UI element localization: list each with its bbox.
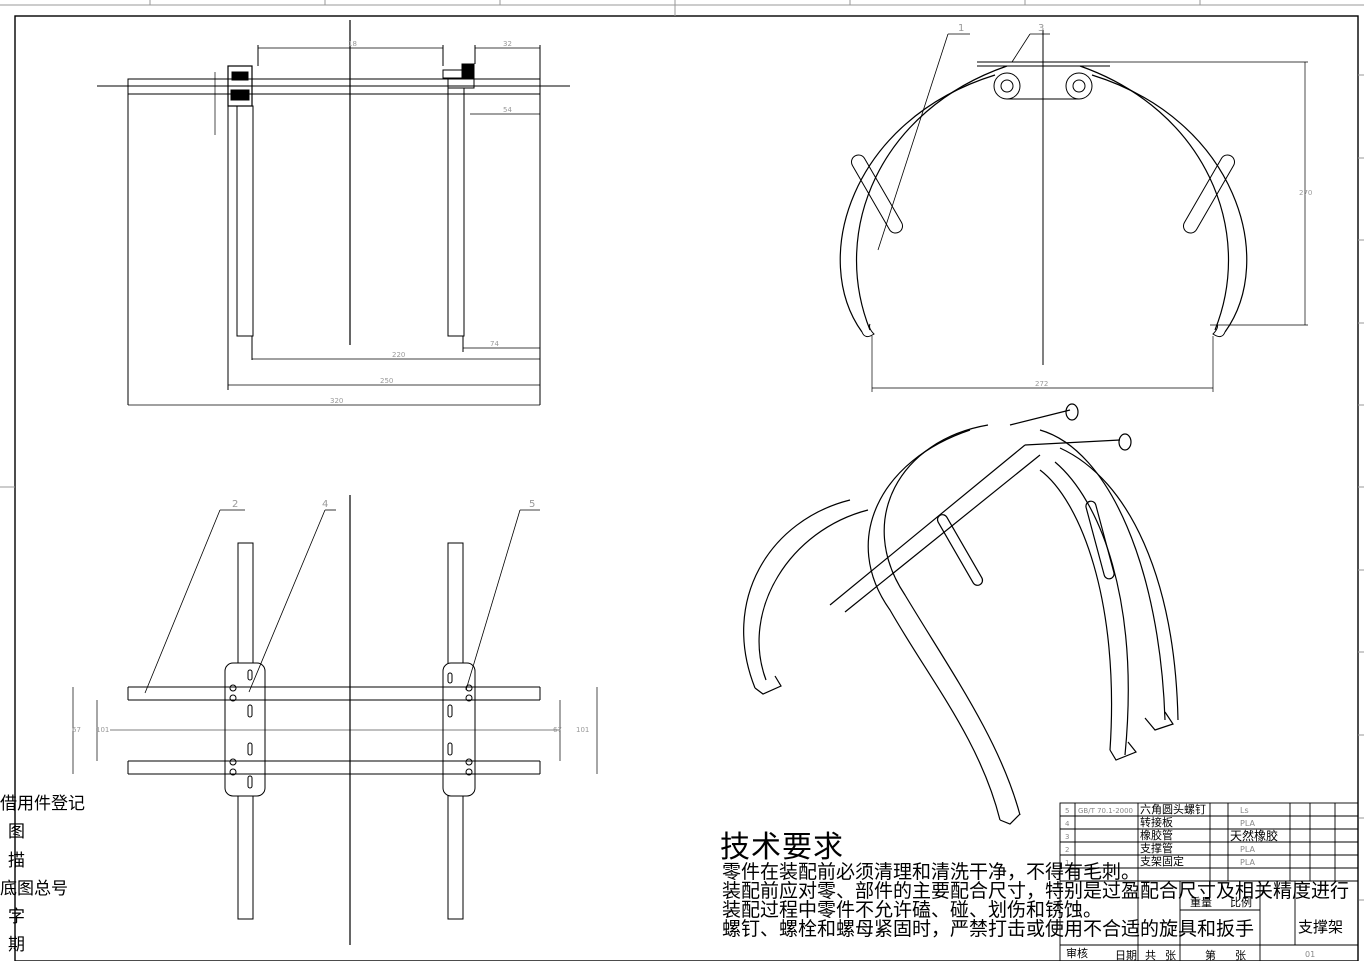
bom-no: 1 [1065,859,1069,867]
dim-text: 101 [576,726,589,734]
approve-label: 审核 [1066,946,1088,960]
callout-4: 4 [322,499,328,510]
bom-material: PLA [1240,819,1255,828]
drawing-name: 支撑架 [1298,918,1343,936]
bom-name: 支架固定 [1140,854,1184,868]
bom-name: 六角圆头螺钉 [1140,803,1206,816]
side-label: 借用件登记 [0,794,85,814]
tech-requirements-title: 技术要求 [720,830,844,865]
tech-requirement-line: 零件在装配前必须清理和清洗干净，不得有毛刺。 [722,861,1141,883]
side-label: 图 [8,822,25,842]
bom-material: PLA [1240,845,1255,854]
bom-no: 3 [1065,833,1069,841]
bom-code: GB/T 70.1-2000 [1078,807,1133,815]
dim-text: 320 [330,397,343,405]
dim-text: 272 [1035,380,1048,388]
sheet-label: 第 [1205,948,1216,961]
bom-no: 2 [1065,846,1069,854]
dim-text: 18 [348,40,357,48]
tech-requirement-line: 螺钉、螺栓和螺母紧固时，严禁打击或使用不合适的旋具和扳手 [722,918,1255,940]
sheets-unit: 张 [1235,949,1246,961]
date-label: 日期 [1115,949,1137,961]
dim-text: 67 [553,726,562,734]
bom-material: PLA [1240,858,1255,867]
scale-label: 比例 [1230,895,1252,909]
bom-material: Ls [1240,806,1249,815]
side-label: 字 [8,907,25,927]
drawing-code: 01 [1305,950,1315,959]
side-label: 底图总号 [0,879,68,899]
dim-text: 74 [490,340,499,348]
bom-no: 4 [1065,820,1070,828]
dim-text: 101 [96,726,109,734]
bom-no: 5 [1065,807,1069,815]
callout-5: 5 [529,499,535,510]
weight-label: 重量 [1190,895,1212,909]
side-label: 期 [8,935,25,955]
tech-requirement-line: 装配前应对零、部件的主要配合尺寸，特别是过盈配合尺寸及相关精度进行 [722,880,1350,902]
callout-3: 3 [1038,23,1044,34]
plan-view [72,495,598,945]
side-label: 描 [8,851,25,871]
tech-requirement-line: 装配过程中零件不允许磕、碰、划伤和锈蚀。 [722,899,1103,921]
total-label: 共 [1145,949,1156,961]
front-view [839,30,1308,392]
callout-1: 1 [958,23,964,34]
dim-text: 220 [392,351,405,359]
dim-text: 270 [1299,189,1312,197]
callout-2: 2 [232,499,238,510]
bom-name: 支撑管 [1140,841,1173,855]
bom-name: 橡胶管 [1140,828,1173,842]
bom-material: 天然橡胶 [1230,828,1278,843]
title-block [1059,802,1359,961]
dim-text: 250 [380,377,393,385]
bom-name: 转接板 [1140,815,1173,829]
isometric-view [743,403,1179,825]
dim-text: 32 [503,40,512,48]
dim-text: 67 [72,726,81,734]
dim-text: 54 [503,106,512,114]
top-left-view [97,20,570,406]
sheets-unit: 张 [1165,949,1176,961]
